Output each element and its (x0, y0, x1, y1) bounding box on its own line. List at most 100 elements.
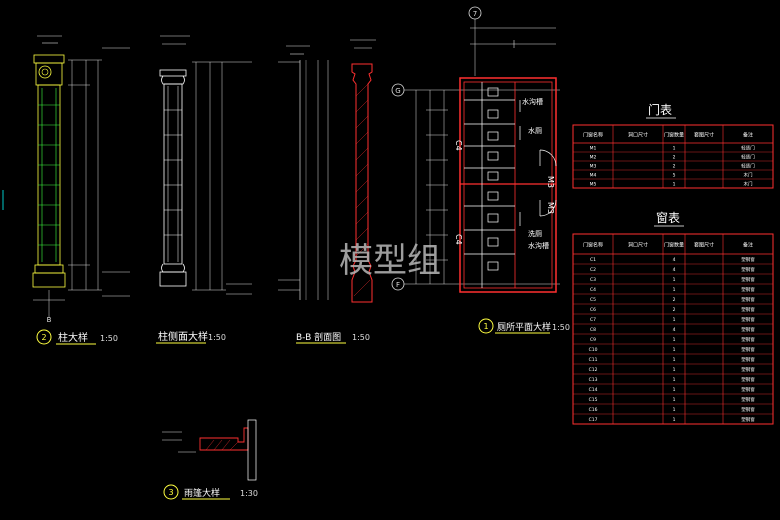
section-bb: B-B 剖面图 1:50 (278, 39, 376, 344)
window-table-cell: C17 (589, 417, 598, 423)
column-detail: B 2 柱大样 1:50 (32, 35, 130, 345)
window-table-cell: 1 (673, 407, 676, 413)
detail-2-marker (36, 329, 52, 345)
window-table-cell: 1 (673, 277, 676, 283)
column-detail-title: 柱大样 (58, 331, 88, 344)
canopy-title: 雨篷大样 (184, 487, 220, 499)
window-table-cell: 1 (673, 367, 676, 373)
room-label-3: 洗厕 (528, 229, 542, 238)
section-bb-title: B-B 剖面图 (296, 331, 341, 343)
axis-g-label: G (395, 87, 400, 95)
window-table-cell: C8 (590, 327, 596, 333)
window-table-cell: C6 (590, 307, 596, 313)
toilet-walls (459, 77, 557, 293)
window-table-cell: C4 (590, 287, 596, 293)
window-table-cell: C3 (590, 277, 596, 283)
window-table-cell: C9 (590, 337, 596, 343)
window-table-cell: 1 (673, 377, 676, 383)
door-table-cell: 轻质门 (741, 154, 755, 161)
door-table-cell: M2 (590, 155, 597, 161)
room-label-1: 水沟槽 (522, 97, 543, 106)
door-table-cell: 1 (673, 146, 676, 152)
door-table-cell: 2 (673, 164, 676, 170)
door-table-header-cell: 门窗数量 (664, 132, 684, 139)
axis-f-label: F (396, 281, 400, 289)
window-table-cell: 1 (673, 317, 676, 323)
detail-1-number: 1 (483, 322, 488, 331)
door-table-title: 门表 (648, 102, 672, 117)
window-table-cell: 4 (673, 327, 676, 333)
room-label-4: 水沟槽 (528, 241, 549, 250)
window-table-cell: C11 (589, 357, 598, 363)
window-table-cell: 1 (673, 387, 676, 393)
door-table-cell: M3 (590, 164, 597, 170)
window-table-cell: 塑钢窗 (741, 316, 755, 323)
window-table-cell: 4 (673, 267, 676, 273)
window-table-header-cell: 套图尺寸 (694, 242, 714, 249)
window-table-cell: C7 (590, 317, 596, 323)
door-table-header-cell: 套图尺寸 (694, 132, 714, 139)
window-table-cell: C1 (590, 257, 596, 263)
window-table-cell: C2 (590, 267, 596, 273)
door-table-cell: 轻质门 (741, 145, 755, 152)
column-side-title: 柱侧面大样 (158, 330, 208, 343)
window-table-cell: 2 (673, 307, 676, 313)
door-tag-m3-lower: M3 (546, 202, 555, 214)
detail-3-marker (163, 484, 179, 500)
window-table-cell: 1 (673, 337, 676, 343)
window-table-cell: C5 (590, 297, 596, 303)
door-table-cell: 木门 (744, 181, 753, 188)
door-table-cell: 5 (673, 173, 676, 179)
watermark: 模型组 (339, 241, 441, 281)
window-table-cell: 塑钢窗 (741, 266, 755, 273)
window-table-cell: 塑钢窗 (741, 286, 755, 293)
window-table-cell: 塑钢窗 (741, 396, 755, 403)
side-tag-c4-lower: C4 (454, 234, 463, 245)
window-table-cell: 1 (673, 347, 676, 353)
section-bb-scale: 1:50 (352, 333, 370, 342)
door-tag-m3-upper: M3 (546, 176, 555, 188)
door-table-border (572, 124, 774, 189)
door-table-cell: M4 (590, 173, 597, 179)
column-side-scale: 1:50 (208, 333, 226, 342)
window-table-cell: C10 (589, 347, 598, 353)
detail-3-number: 3 (168, 488, 173, 497)
window-table-cell: 塑钢窗 (741, 306, 755, 313)
toilet-plan-scale: 1:50 (552, 323, 570, 332)
window-table-cell: 1 (673, 287, 676, 293)
window-table-cell: 塑钢窗 (741, 416, 755, 423)
window-table-cell: 1 (673, 417, 676, 423)
detail-1-marker (478, 318, 494, 334)
window-table-cell: 塑钢窗 (741, 406, 755, 413)
door-table-cell: 1 (673, 182, 676, 188)
toilet-plan: 7 G F (391, 6, 570, 334)
axis-b-label: B (47, 316, 52, 324)
room-label-2: 水厕 (528, 126, 542, 135)
window-table-cell: 4 (673, 257, 676, 263)
column-side-detail: 柱侧面大样 1:50 (156, 35, 252, 344)
window-table-cell: 塑钢窗 (741, 256, 755, 263)
toilet-plan-title: 厕所平面大样 (497, 321, 551, 333)
window-table-cell: 塑钢窗 (741, 366, 755, 373)
canopy-detail: 3 雨篷大样 1:30 (162, 419, 258, 500)
door-table-header-cell: 门窗名称 (583, 132, 603, 139)
door-table-cell: 木门 (744, 172, 753, 179)
window-table-cell: C14 (589, 387, 598, 393)
window-table-border (572, 233, 774, 425)
window-table-cell: 塑钢窗 (741, 356, 755, 363)
column-detail-scale: 1:50 (100, 334, 118, 343)
hatched-column-section (351, 63, 373, 303)
canopy-scale: 1:30 (240, 489, 258, 498)
window-table-cell: C12 (589, 367, 598, 373)
window-table-header-cell: 洞口尺寸 (628, 242, 648, 249)
axis-7-label: 7 (473, 10, 477, 18)
door-swing-upper (539, 149, 557, 167)
window-table-title: 窗表 (656, 211, 680, 225)
door-table-header-cell: 备注 (743, 132, 753, 139)
door-table-cell: 2 (673, 155, 676, 161)
door-table-cell: M1 (590, 146, 597, 152)
